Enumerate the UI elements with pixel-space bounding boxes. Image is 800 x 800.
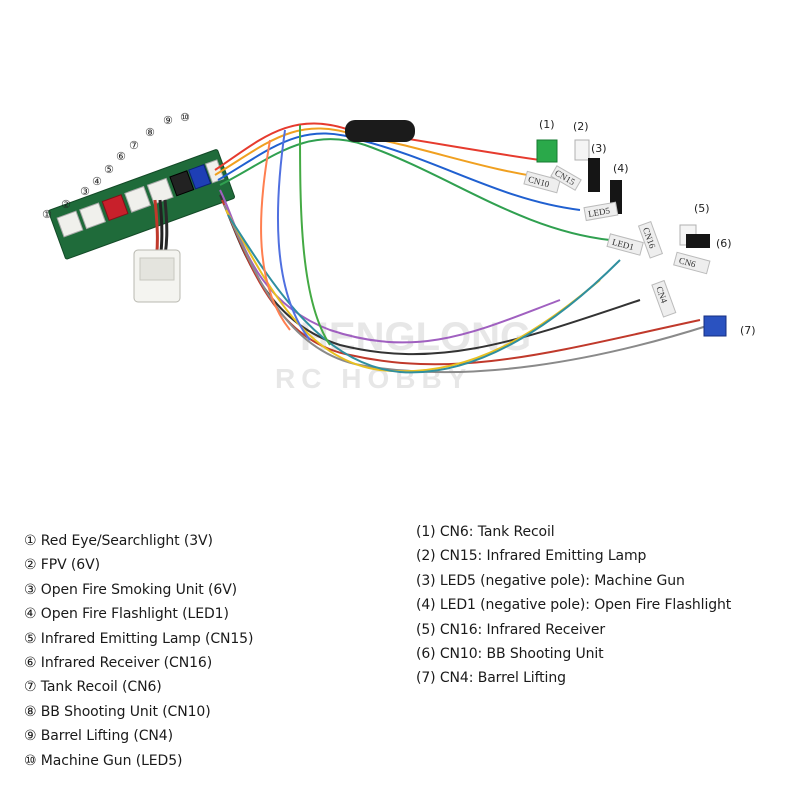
svg-text:(3): (3) [591, 142, 607, 155]
svg-text:⑧: ⑧ [145, 126, 155, 139]
heat-shrink-sleeve [345, 120, 415, 142]
legend-left-item: ② FPV (6V) [24, 557, 100, 574]
svg-text:①: ① [42, 208, 52, 221]
legend-left-item: ⑧ BB Shooting Unit (CN10) [24, 703, 211, 720]
legend-left-item: ④ Open Fire Flashlight (LED1) [24, 606, 229, 623]
svg-text:②: ② [61, 198, 71, 211]
svg-text:(2): (2) [573, 120, 589, 133]
photo-callouts-right: (1) (2) (3) (4) (5) (6) (7) [539, 118, 756, 337]
legend-left-item: ③ Open Fire Smoking Unit (6V) [24, 581, 238, 598]
tape-label-cn4: CN4 [651, 279, 677, 318]
legend-right-item: (1) CN6: Tank Recoil [416, 524, 555, 540]
svg-text:⑩: ⑩ [180, 111, 190, 124]
svg-text:(7): (7) [740, 324, 756, 337]
svg-text:⑨: ⑨ [163, 114, 173, 127]
tape-label-led1: LED1 [606, 233, 644, 256]
svg-text:④: ④ [92, 175, 102, 188]
svg-text:CN6: CN6 [678, 255, 697, 269]
main-plug [133, 199, 181, 303]
svg-text:(5): (5) [694, 202, 710, 215]
pcb-board [48, 149, 235, 260]
connector-cn4 [703, 315, 727, 337]
legend-left-item: ⑩ Machine Gun (LED5) [24, 752, 183, 769]
legend-right-item: (3) LED5 (negative pole): Machine Gun [416, 572, 685, 589]
svg-text:⑥: ⑥ [116, 150, 126, 163]
tape-label-cn6: CN6 [673, 251, 711, 275]
legend-right-item: (2) CN15: Infrared Emitting Lamp [416, 548, 647, 565]
svg-text:⑤: ⑤ [104, 163, 114, 176]
legend-right-item: (7) CN4: Barrel Lifting [416, 670, 566, 687]
tape-label-cn10: CN10 [523, 170, 561, 194]
photo-callouts-left: ① ② ③ ④ ⑤ ⑥ ⑦ ⑧ ⑨ ⑩ [42, 111, 190, 221]
legend-left-item: ⑨ Barrel Lifting (CN4) [24, 728, 173, 745]
svg-text:⑦: ⑦ [129, 139, 139, 152]
wiring-harness-photo: HENGLONG RC HOBBY [42, 111, 756, 394]
legend-right-item: (6) CN10: BB Shooting Unit [416, 646, 604, 663]
legend-left-item: ⑦ Tank Recoil (CN6) [24, 679, 162, 696]
connector-led5 [588, 158, 600, 192]
svg-text:③: ③ [80, 185, 90, 198]
svg-text:LED5: LED5 [587, 205, 611, 219]
legend-left-item: ⑤ Infrared Emitting Lamp (CN15) [24, 630, 254, 647]
connector-cn15 [574, 139, 590, 161]
svg-text:(6): (6) [716, 237, 732, 250]
legend-right-item: (5) CN16: Infrared Receiver [416, 621, 606, 638]
legend-right-item: (4) LED1 (negative pole): Open Fire Flas… [416, 597, 732, 614]
tape-label-led5: LED5 [583, 201, 619, 222]
legend-right: (1) CN6: Tank Recoil (2) CN15: Infrared … [416, 520, 731, 691]
legend-left-item: ⑥ Infrared Receiver (CN16) [24, 655, 213, 672]
legend-left-item: ① Red Eye/Searchlight (3V) [24, 533, 213, 549]
connector-cn10 [686, 234, 710, 248]
connector-cn6 [536, 139, 558, 163]
svg-text:(4): (4) [613, 162, 629, 175]
tape-label-cn16: CN16 [637, 220, 664, 259]
svg-text:(1): (1) [539, 118, 555, 131]
legend-left: ① Red Eye/Searchlight (3V) ② FPV (6V) ③ … [24, 529, 253, 773]
